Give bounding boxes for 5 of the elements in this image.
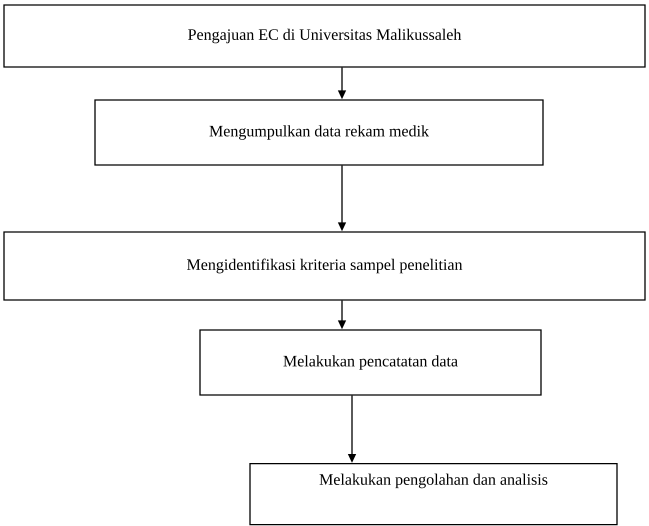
process-box: Pengajuan EC di Universitas Malikussaleh bbox=[3, 4, 646, 68]
process-box: Melakukan pencatatan data bbox=[199, 329, 542, 396]
process-box: Melakukan pengolahan dan analisis bbox=[249, 463, 618, 526]
process-box: Mengidentifikasi kriteria sampel penelitian bbox=[3, 231, 646, 301]
process-box: Mengumpulkan data rekam medik bbox=[94, 99, 544, 166]
